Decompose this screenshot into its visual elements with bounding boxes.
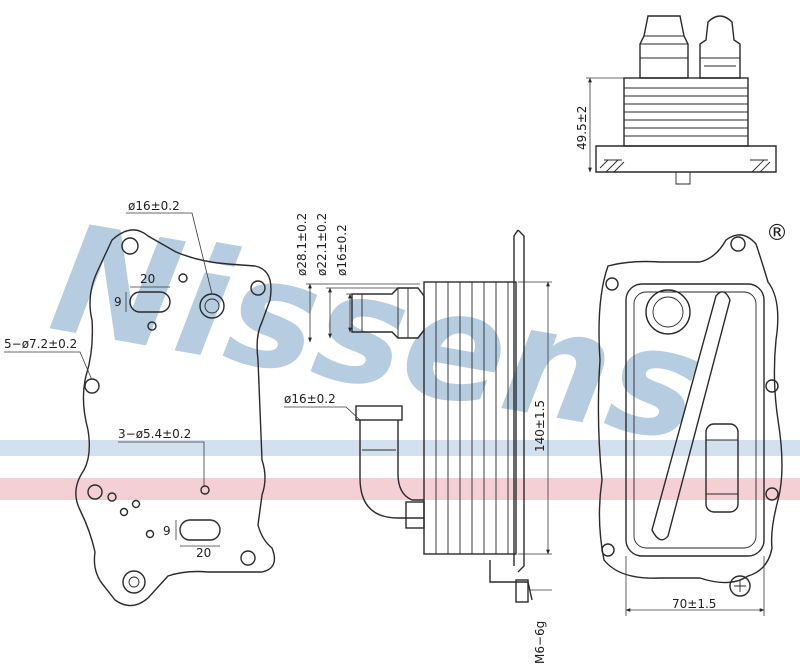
top-stack-fins bbox=[624, 87, 748, 137]
rear-mount-hole bbox=[765, 487, 779, 501]
label-dia-mid: ø22.1±0.2 bbox=[315, 213, 329, 276]
mounting-flange bbox=[517, 229, 525, 573]
thread-stud bbox=[489, 560, 533, 601]
label-mount-holes: 5−ø7.2±0.2 bbox=[4, 337, 77, 351]
small-hole bbox=[119, 507, 129, 517]
label-slot-bottom-width: 20 bbox=[196, 546, 211, 560]
mount-hole bbox=[121, 237, 139, 255]
rear-stack bbox=[625, 283, 765, 557]
cooler-fins bbox=[435, 282, 509, 554]
label-dia-outer: ø28.1±0.2 bbox=[295, 213, 309, 276]
label-port-diameter: ø16±0.2 bbox=[128, 199, 180, 213]
dim-rear-ext bbox=[625, 556, 765, 616]
slot-top bbox=[129, 291, 171, 313]
upper-fitting bbox=[351, 287, 425, 339]
rear-port-inner bbox=[652, 296, 684, 328]
top-fitting-left bbox=[639, 15, 689, 79]
lower-pipe-outer bbox=[359, 420, 424, 519]
leader-port bbox=[126, 212, 213, 295]
rear-lower-fitting-lines bbox=[706, 439, 738, 495]
lower-pipe-inner bbox=[397, 420, 424, 501]
dim-height-ext bbox=[518, 281, 552, 555]
label-small-holes: 3−ø5.4±0.2 bbox=[118, 427, 191, 441]
registered-mark: ® bbox=[766, 221, 788, 246]
small-hole bbox=[107, 492, 117, 502]
rear-lower-fitting bbox=[705, 423, 739, 513]
label-height: 140±1.5 bbox=[533, 400, 547, 452]
small-hole bbox=[147, 321, 157, 331]
leader-mount-holes bbox=[4, 351, 93, 381]
rear-diagonal-channel bbox=[651, 291, 731, 541]
mount-hole bbox=[250, 280, 266, 296]
rear-plate-outline bbox=[597, 234, 783, 584]
top-fitting-left-lines bbox=[640, 35, 688, 59]
rear-mount-hole bbox=[605, 277, 619, 291]
label-thread: M6−6g bbox=[533, 621, 547, 664]
dim-extension-lines bbox=[306, 283, 420, 295]
rear-bottom-boss-cross bbox=[734, 580, 746, 592]
label-slot-bottom-height: 9 bbox=[163, 524, 171, 538]
small-hole bbox=[178, 273, 188, 283]
top-base-hatch bbox=[599, 159, 771, 173]
flange-edge bbox=[513, 229, 519, 566]
top-fitting-right-lines bbox=[700, 57, 740, 67]
small-hole bbox=[145, 529, 155, 539]
label-top-height: 49.5±2 bbox=[575, 106, 589, 150]
rear-port bbox=[645, 289, 691, 335]
top-view: 49.5±2 bbox=[575, 15, 777, 185]
top-base-details bbox=[604, 159, 768, 185]
lower-pipe-collar bbox=[355, 405, 403, 421]
mount-hole bbox=[84, 378, 100, 394]
front-view: ø16±0.2 20 9 5−ø7.2±0.2 3−ø5.4±0.2 20 9 bbox=[4, 199, 276, 607]
bottom-boss-inner bbox=[128, 576, 140, 588]
lower-pipe-flange bbox=[405, 501, 425, 529]
small-hole bbox=[200, 485, 210, 495]
label-slot-top-height: 9 bbox=[114, 295, 122, 309]
small-hole bbox=[131, 499, 141, 509]
label-lower-pipe: ø16±0.2 bbox=[284, 392, 336, 406]
upper-fitting-lines bbox=[361, 288, 409, 338]
cooler-stack bbox=[423, 281, 517, 555]
leader-lower-pipe bbox=[284, 406, 361, 421]
rear-bottom-boss bbox=[729, 575, 751, 597]
rear-mount-hole bbox=[730, 236, 746, 252]
side-view: ø28.1±0.2 ø22.1±0.2 ø16±0.2 ø16±0.2 140±… bbox=[284, 213, 552, 664]
rear-mount-hole bbox=[601, 543, 615, 557]
front-plate-outline bbox=[75, 229, 276, 607]
rear-mount-hole bbox=[765, 379, 779, 393]
bottom-boss bbox=[122, 570, 146, 594]
label-dia-inner: ø16±0.2 bbox=[335, 224, 349, 276]
mount-hole bbox=[240, 550, 256, 566]
stud-nut bbox=[515, 579, 529, 603]
top-fitting-right bbox=[699, 15, 741, 79]
mount-hole bbox=[87, 484, 103, 500]
label-rear-width: 70±1.5 bbox=[672, 597, 716, 611]
label-slot-top-width: 20 bbox=[140, 272, 155, 286]
port-inner bbox=[204, 298, 220, 314]
top-base bbox=[595, 145, 777, 173]
leader-small-holes bbox=[118, 441, 205, 486]
rear-stack-inner bbox=[633, 291, 757, 549]
rear-view: 70±1.5 bbox=[597, 234, 783, 616]
slot-bottom bbox=[179, 519, 221, 541]
